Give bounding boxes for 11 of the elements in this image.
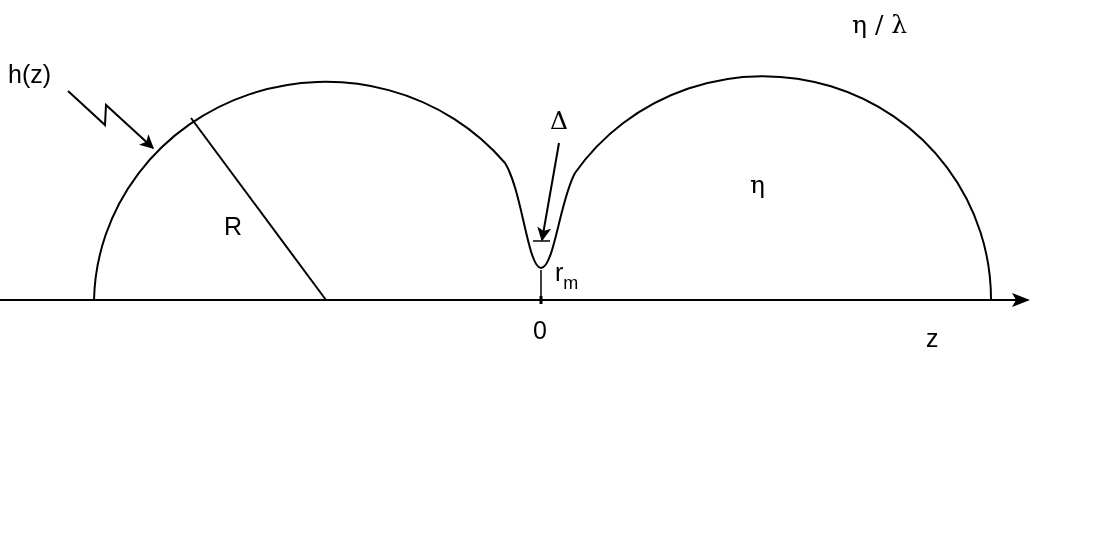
radius-label: r$_{m}$ bbox=[555, 260, 579, 292]
viscosity-ratio-label: η / λ bbox=[852, 12, 908, 37]
radius-label: R bbox=[224, 214, 243, 239]
leader-line bbox=[537, 142, 560, 242]
axis-origin-label: 0 bbox=[533, 318, 547, 343]
interface-curve bbox=[93, 75, 992, 301]
axis-label: z bbox=[926, 326, 939, 351]
function-label: h(z) bbox=[8, 62, 52, 87]
symbol-label: Δ bbox=[550, 108, 569, 133]
leader-line bbox=[67, 90, 155, 149]
viscosity-label: η bbox=[750, 172, 765, 197]
